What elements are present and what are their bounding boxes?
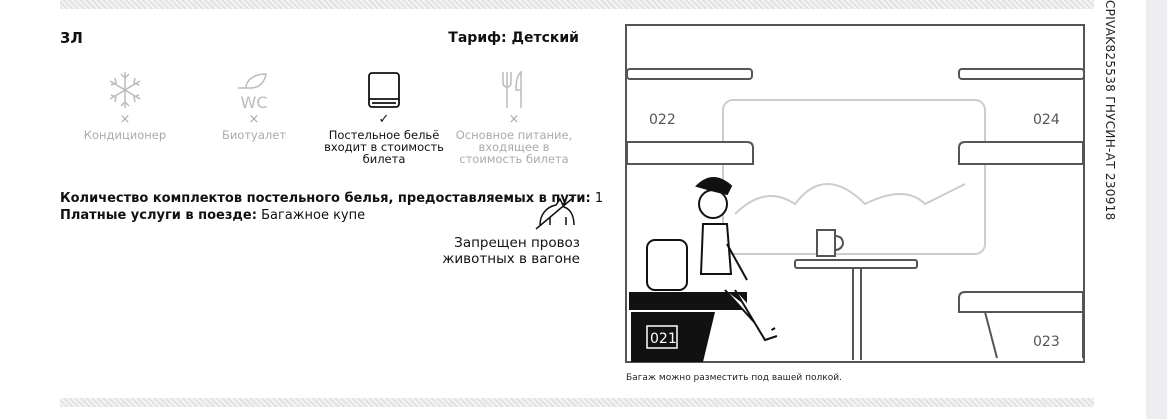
amenity-biotoilet: WC × Биотуалет	[189, 70, 319, 141]
compartment-illustration: 022 024 021 023	[625, 24, 1085, 363]
tariff: Тариф: Детский	[448, 30, 579, 46]
perforation-top	[60, 0, 1094, 9]
eco-wc-icon: WC	[189, 70, 319, 110]
no-pets-icon	[430, 195, 580, 235]
svg-text:023: 023	[1033, 334, 1060, 350]
amenity-bedding: ✓ Постельное бельё входит в стоимость би…	[319, 70, 449, 165]
svg-text:021: 021	[650, 331, 677, 347]
car-class: 3Л	[60, 29, 83, 47]
svg-text:024: 024	[1033, 112, 1060, 128]
amenity-air-conditioning: × Кондиционер	[60, 70, 190, 141]
svg-text:WC: WC	[241, 93, 268, 110]
snowflake-icon	[60, 70, 190, 110]
service-info: Количество комплектов постельного белья,…	[60, 191, 604, 223]
perforation-bottom	[60, 398, 1094, 407]
amenity-meals: × Основное питание, входящее в стоимость…	[449, 70, 579, 165]
svg-text:022: 022	[649, 112, 676, 128]
ticket-code: СРIVAK825538 ГНУСИН-АТ 230918	[1103, 0, 1117, 221]
cutlery-icon	[449, 70, 579, 110]
pets-notice: Запрещен провоз животных в вагоне	[430, 195, 580, 267]
luggage-caption: Багаж можно разместить под вашей полкой.	[626, 373, 842, 383]
bedding-icon	[319, 70, 449, 110]
